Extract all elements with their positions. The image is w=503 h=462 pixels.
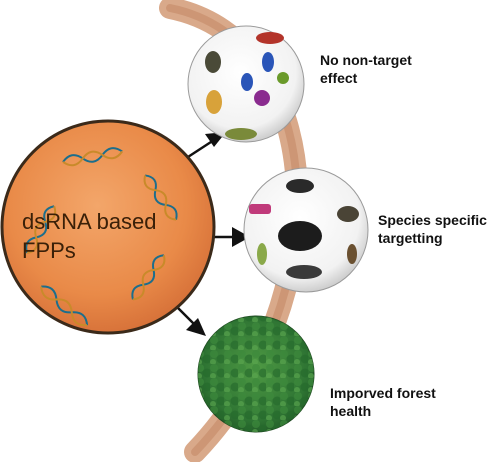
label-species-specific-targetting: Species specific targetting bbox=[378, 212, 487, 247]
label-line: targetting bbox=[378, 229, 443, 246]
label-line: No non-target bbox=[320, 52, 412, 68]
center-title: dsRNA based FPPs bbox=[22, 208, 212, 265]
species-specific-beetles-image bbox=[243, 167, 369, 293]
label-line: effect bbox=[320, 69, 358, 86]
label-no-non-target-effect: No non-target effect bbox=[320, 52, 412, 87]
center-title-line1: dsRNA based bbox=[22, 209, 157, 234]
dna-helix-icon bbox=[62, 147, 123, 167]
label-improved-forest-health: Imporved forest health bbox=[330, 385, 436, 420]
dsrna-fpp-circle bbox=[0, 119, 216, 335]
dna-helix-icon bbox=[131, 254, 166, 301]
label-line: Species specific bbox=[378, 212, 487, 228]
non-target-organisms-image bbox=[187, 25, 305, 143]
label-line: Imporved forest bbox=[330, 385, 436, 401]
dna-helix-icon bbox=[143, 174, 178, 221]
center-title-line2: FPPs bbox=[22, 237, 76, 263]
label-line: health bbox=[330, 402, 372, 419]
dna-helix-icon bbox=[25, 205, 57, 254]
forest-health-image bbox=[197, 315, 315, 433]
arrow-to-forest-health bbox=[175, 305, 206, 336]
dna-helix-icon bbox=[40, 285, 89, 327]
